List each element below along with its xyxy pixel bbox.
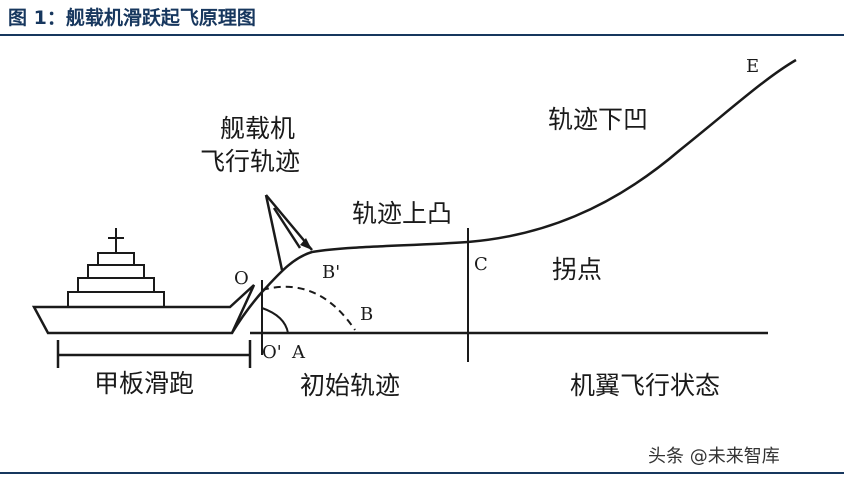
angle-arc: [261, 307, 289, 334]
flight-trajectory: [261, 58, 797, 293]
ramp-curve: [230, 291, 263, 334]
point-e-label: E: [746, 56, 759, 77]
ship-superstructure: [67, 228, 165, 308]
point-b-label: B: [360, 304, 373, 325]
figure-title: 图 1：舰载机滑跃起飞原理图: [8, 7, 256, 29]
inflection-point-label: 拐点: [552, 255, 602, 284]
concave-down-label: 轨迹下凹: [548, 105, 648, 134]
aircraft-trajectory-label-line2: 飞行轨迹: [200, 147, 300, 176]
ballistic-path-dashed: [261, 285, 356, 331]
watermark-text: 头条 @未来智库: [648, 446, 780, 467]
point-o-prime-label: O': [262, 342, 282, 363]
point-c-label: C: [474, 254, 488, 275]
convex-up-label: 轨迹上凸: [352, 199, 452, 228]
point-b-prime-label: B': [322, 262, 340, 283]
bottom-divider: [0, 472, 844, 474]
label-leader-lines: [264, 194, 313, 271]
aircraft-trajectory-label-line1: 舰载机: [220, 114, 295, 143]
initial-trajectory-label: 初始轨迹: [300, 371, 400, 400]
title-divider: [0, 34, 844, 36]
wing-flight-state-label: 机翼飞行状态: [570, 371, 720, 400]
point-o-label: O: [234, 268, 249, 289]
deck-run-label: 甲板滑跑: [94, 369, 194, 398]
leader-arrowhead: [300, 238, 312, 250]
point-a-label: A: [291, 342, 306, 363]
ship-hull: [31, 284, 256, 335]
